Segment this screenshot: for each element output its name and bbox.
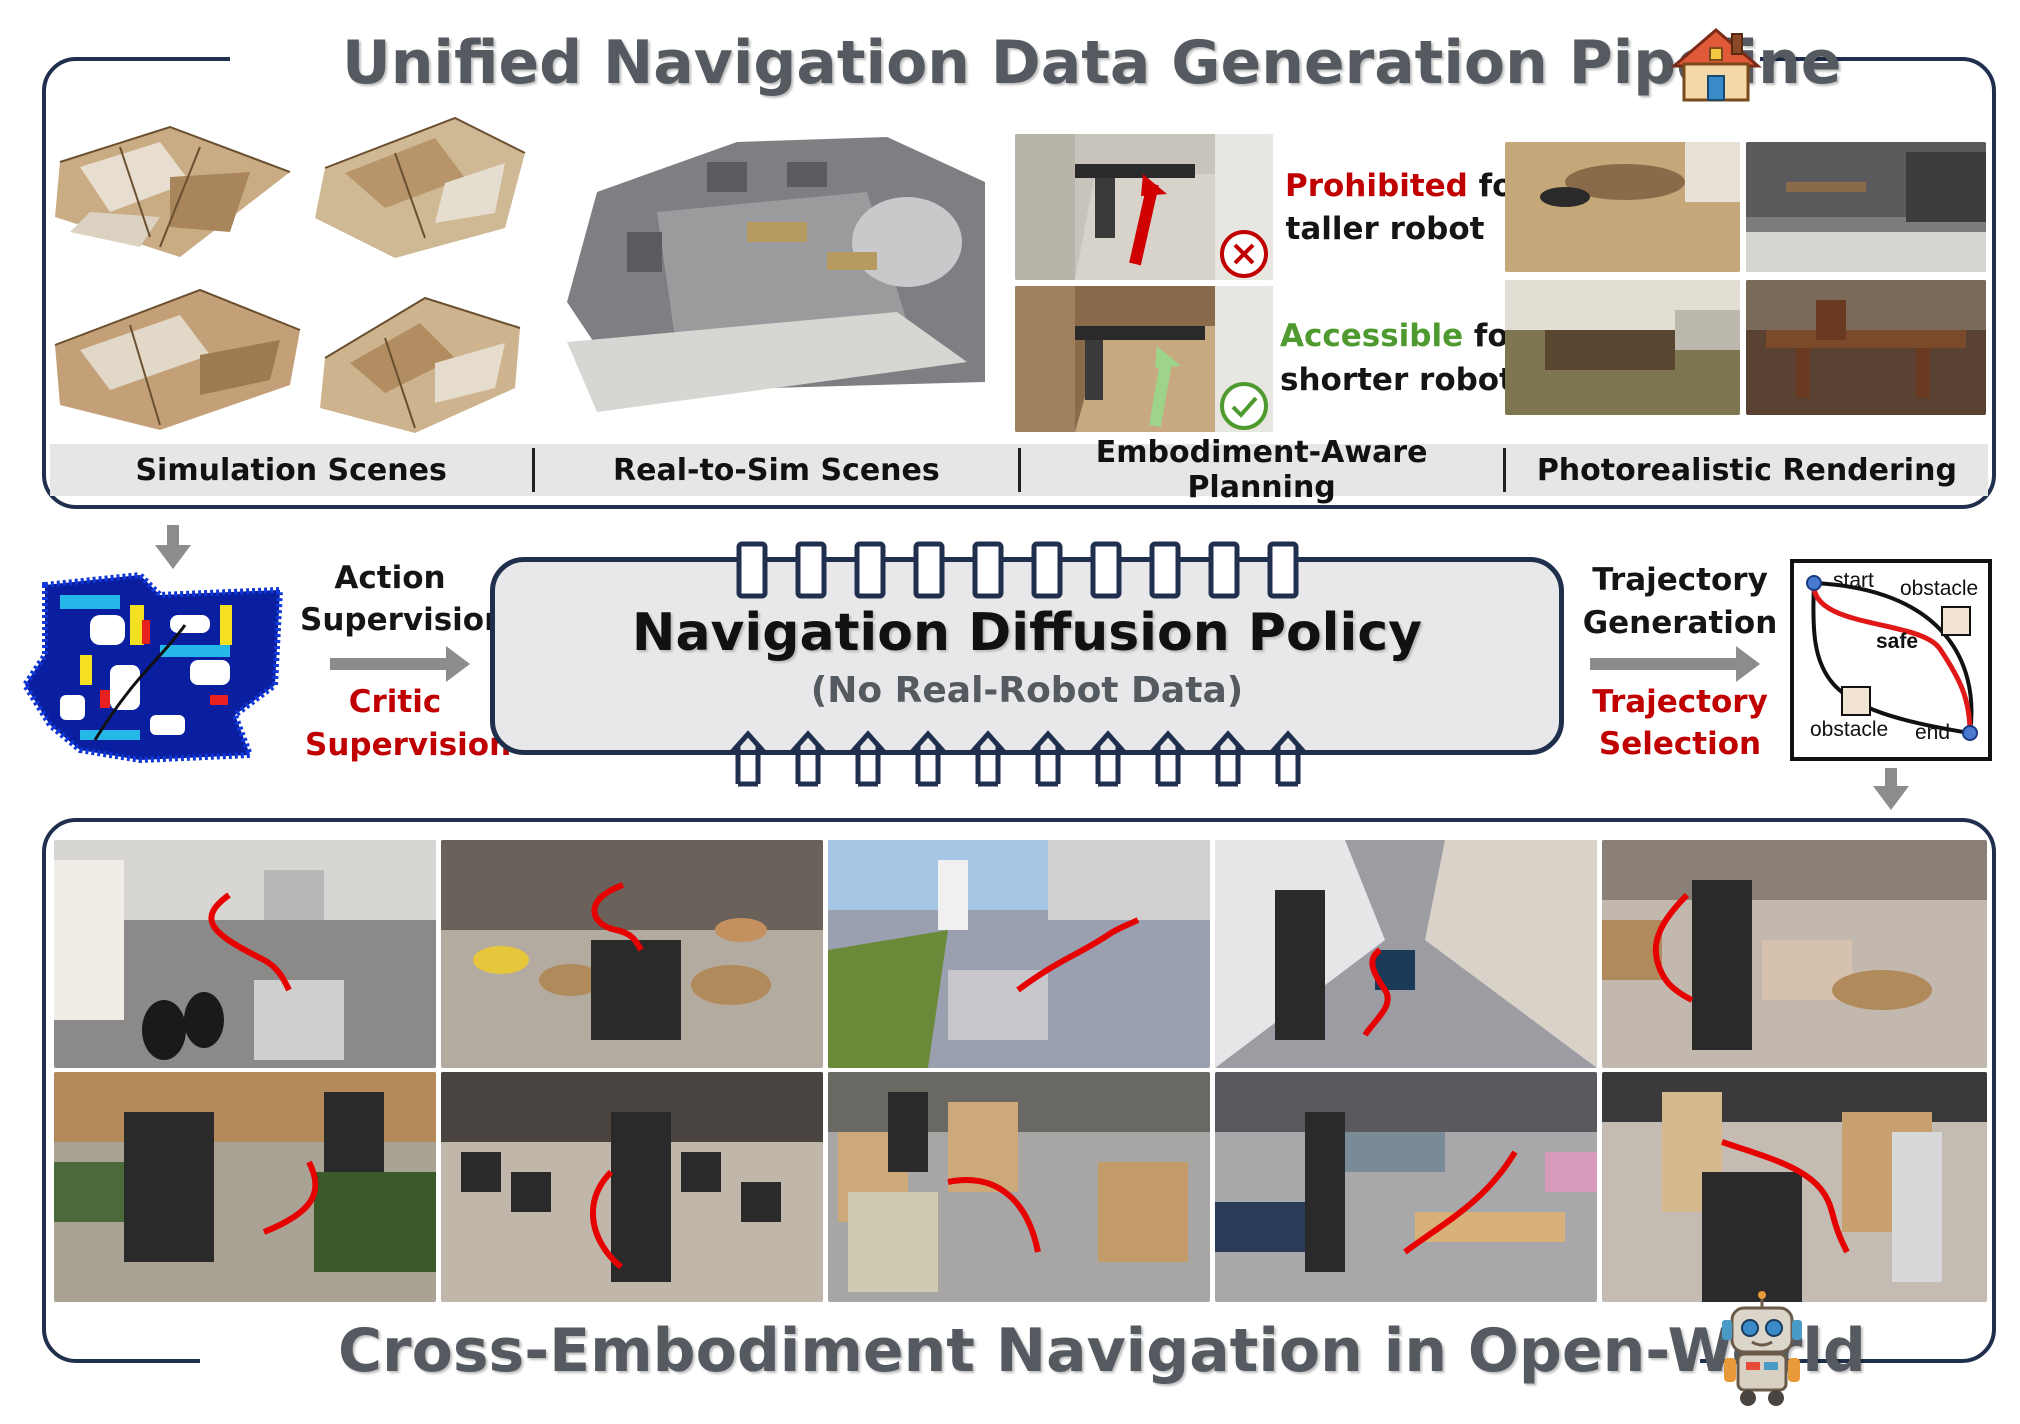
accessible-label: Accessible for — [1280, 318, 1525, 354]
open-world-photo-7 — [441, 1072, 823, 1302]
open-world-photo-3 — [828, 840, 1210, 1068]
open-world-photo-1 — [54, 840, 436, 1068]
cost-heatmap — [21, 571, 284, 764]
render-photo-1 — [1505, 142, 1740, 272]
trajectory-selection-line1: Trajectory — [1592, 684, 1768, 720]
open-world-photo-9 — [1215, 1072, 1597, 1302]
section-label-planning: Embodiment-Aware Planning — [1095, 435, 1428, 505]
trajectory-curves — [1806, 575, 1978, 741]
down-arrow-left — [155, 525, 191, 569]
prohibited-label-line2: taller robot — [1285, 211, 1485, 247]
accessible-label-line2: shorter robot — [1280, 362, 1514, 398]
policy-title: Navigation Diffusion Policy — [631, 603, 1423, 663]
pipeline-title: Unified Navigation Data Generation Pipel… — [342, 28, 1842, 98]
down-arrow-right — [1873, 768, 1909, 810]
trajectory-selection-line2: Selection — [1598, 726, 1762, 762]
prohibited-label: Prohibited for — [1285, 168, 1529, 204]
open-world-photo-2 — [441, 840, 823, 1068]
section-label-rendering: Photorealistic Rendering — [1536, 452, 1957, 488]
action-supervision-line2: Supervision — [300, 602, 507, 638]
open-world-photo-4 — [1215, 840, 1597, 1068]
render-photo-3 — [1505, 280, 1740, 415]
trajectory-generation-line2: Generation — [1582, 605, 1778, 641]
section-labels: Simulation Scenes Real-to-Sim Scenes Emb… — [50, 435, 1988, 505]
render-photo-2 — [1746, 142, 1986, 272]
right-arrow-left — [330, 646, 470, 682]
simulation-scene-4 — [320, 296, 521, 433]
obstacle-bottom-label: obstacle — [1810, 718, 1889, 741]
right-arrow-right — [1590, 646, 1760, 682]
safe-label: safe — [1876, 630, 1919, 653]
cross-icon — [1220, 230, 1268, 278]
section-label-simulation: Simulation Scenes — [135, 452, 447, 488]
end-label: end — [1915, 721, 1951, 744]
planning-prohibited-photo — [1015, 134, 1273, 280]
input-arrows-top — [736, 541, 1299, 599]
trajectory-generation-line1: Trajectory — [1592, 562, 1768, 598]
simulation-scene-1 — [55, 125, 291, 257]
open-world-photo-6 — [54, 1072, 436, 1302]
house-icon — [1670, 28, 1762, 102]
real-to-sim-scene — [567, 122, 985, 412]
critic-supervision-line1: Critic — [348, 684, 442, 720]
trajectory-diagram — [1790, 559, 1992, 761]
simulation-scene-2 — [315, 116, 526, 258]
diffusion-policy-box — [490, 557, 1564, 755]
start-label: start — [1833, 569, 1874, 592]
simulation-scene-3 — [54, 288, 301, 430]
obstacle-top-label: obstacle — [1900, 577, 1979, 600]
action-supervision-line1: Action — [334, 560, 446, 596]
open-world-title: Cross-Embodiment Navigation in Open-Worl… — [338, 1316, 1866, 1386]
render-photo-4 — [1746, 280, 1986, 415]
open-world-photo-10 — [1602, 1072, 1987, 1302]
check-icon — [1220, 382, 1268, 430]
policy-subtitle: (No Real-Robot Data) — [810, 670, 1244, 711]
robot-icon — [1722, 1291, 1802, 1406]
output-arrows-bottom — [730, 730, 1306, 787]
section-label-real-to-sim: Real-to-Sim Scenes — [613, 452, 940, 488]
critic-supervision-line2: Supervision — [305, 727, 512, 763]
open-world-photo-8 — [828, 1072, 1210, 1302]
open-world-photo-5 — [1602, 840, 1987, 1068]
